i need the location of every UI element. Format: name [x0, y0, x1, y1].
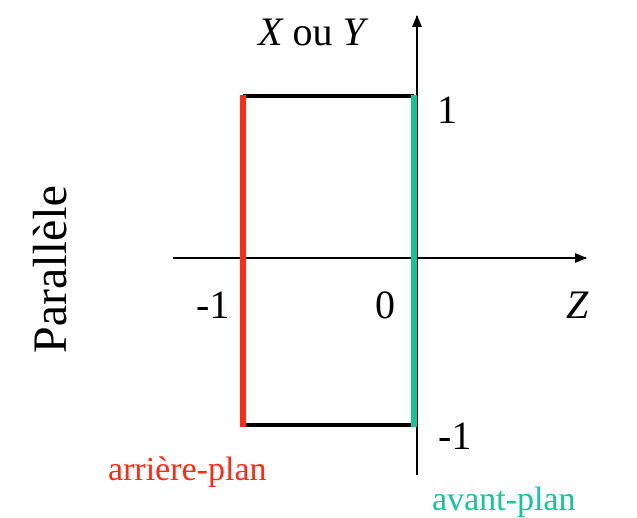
- tick-z-minus-one: -1: [196, 282, 229, 327]
- vertical-axis-label: X ou Y: [256, 9, 368, 54]
- tick-y-plus-one: 1: [437, 87, 457, 132]
- tick-y-minus-one: -1: [438, 413, 471, 458]
- tick-z-zero: 0: [375, 282, 395, 327]
- vertical-axis-connector: ou: [282, 9, 342, 54]
- vertical-axis-var2: Y: [342, 9, 368, 54]
- back-plane-label: arrière-plan: [108, 451, 267, 488]
- horizontal-axis-label: Z: [566, 282, 589, 327]
- front-plane-label: avant-plan: [432, 481, 576, 518]
- side-label: Parallèle: [24, 185, 77, 353]
- vertical-axis-var1: X: [256, 9, 284, 54]
